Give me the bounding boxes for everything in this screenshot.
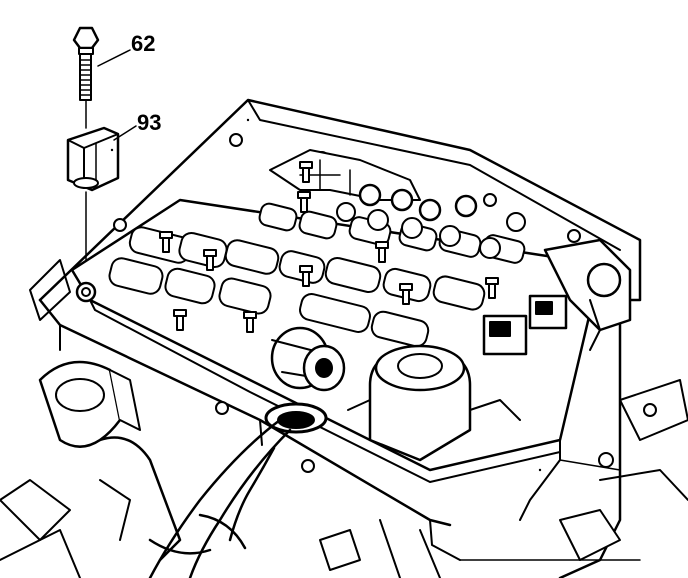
bracket-93: [66, 126, 120, 192]
accumulator: [347, 344, 521, 462]
valve-spools-lower: [299, 293, 430, 348]
harness-connector: [38, 360, 141, 448]
callout-62-label: 62: [131, 31, 156, 56]
wiring-harness: [98, 418, 292, 578]
valve-spools-upper: [108, 183, 526, 315]
leader-line-62: [97, 49, 131, 67]
ink-marks: [110, 118, 542, 472]
pressure-control-solenoid: [482, 238, 632, 356]
lower-hardware: [0, 479, 441, 578]
filter-opening: [264, 402, 328, 434]
leader-line-93: [113, 125, 137, 141]
bolt-62: [72, 26, 100, 101]
solenoid-left: [270, 326, 346, 392]
callout-93-label: 93: [137, 110, 162, 135]
right-case-details: [559, 379, 688, 561]
